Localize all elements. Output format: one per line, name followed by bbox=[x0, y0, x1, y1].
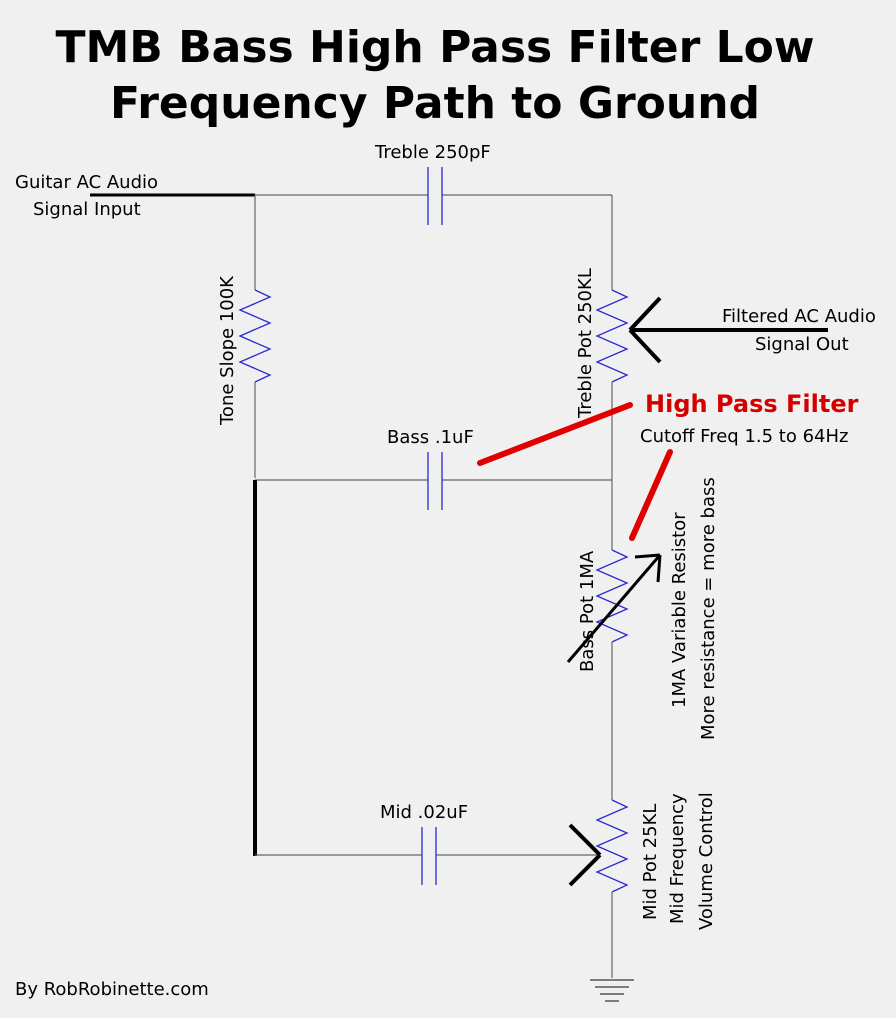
mid-pot-label-line-2: Mid Frequency bbox=[667, 793, 688, 924]
mid-cap-label: Mid .02uF bbox=[380, 802, 468, 823]
treble-capacitor bbox=[427, 167, 443, 225]
tone-slope-resistor bbox=[238, 289, 272, 383]
bass-capacitor bbox=[427, 452, 443, 510]
mid-pot-label-line-3: Volume Control bbox=[696, 792, 717, 930]
treble-cap-label: Treble 250pF bbox=[374, 142, 491, 163]
hpf-cutoff: Cutoff Freq 1.5 to 64Hz bbox=[640, 426, 848, 447]
hpf-title: High Pass Filter bbox=[645, 390, 859, 418]
treble-pot-resistor bbox=[595, 289, 629, 383]
title-line-2: Frequency Path to Ground bbox=[110, 78, 760, 129]
output-label-line-2: Signal Out bbox=[755, 334, 849, 355]
credit: By RobRobinette.com bbox=[15, 979, 209, 1000]
more-resistance-label: More resistance = more bass bbox=[698, 477, 719, 740]
mid-pot-resistor bbox=[595, 799, 629, 893]
treble-pot-wiper bbox=[628, 296, 828, 364]
mid-capacitor bbox=[421, 827, 437, 885]
input-label-line-2: Signal Input bbox=[33, 199, 141, 220]
hpf-pointer-to-pot bbox=[629, 449, 673, 541]
variable-resistor-arrow bbox=[566, 553, 662, 663]
treble-pot-label: Treble Pot 250KL bbox=[575, 268, 596, 419]
top-wire bbox=[255, 194, 613, 290]
tone-slope-label: Tone Slope 100K bbox=[217, 275, 238, 426]
hpf-pointer-to-cap bbox=[477, 402, 633, 466]
output-label-line-1: Filtered AC Audio bbox=[722, 306, 876, 327]
bass-pot-resistor bbox=[595, 549, 629, 643]
ground-symbol bbox=[590, 979, 634, 1002]
mid-pot-label-line-1: Mid Pot 25KL bbox=[640, 804, 661, 920]
mid-pot-wiper bbox=[568, 823, 602, 887]
bass-cap-label: Bass .1uF bbox=[387, 427, 474, 448]
input-label-line-1: Guitar AC Audio bbox=[15, 172, 158, 193]
title-line-1: TMB Bass High Pass Filter Low bbox=[55, 22, 814, 73]
bass-pot-label: Bass Pot 1MA bbox=[577, 550, 598, 672]
variable-resistor-label: 1MA Variable Resistor bbox=[669, 512, 690, 708]
